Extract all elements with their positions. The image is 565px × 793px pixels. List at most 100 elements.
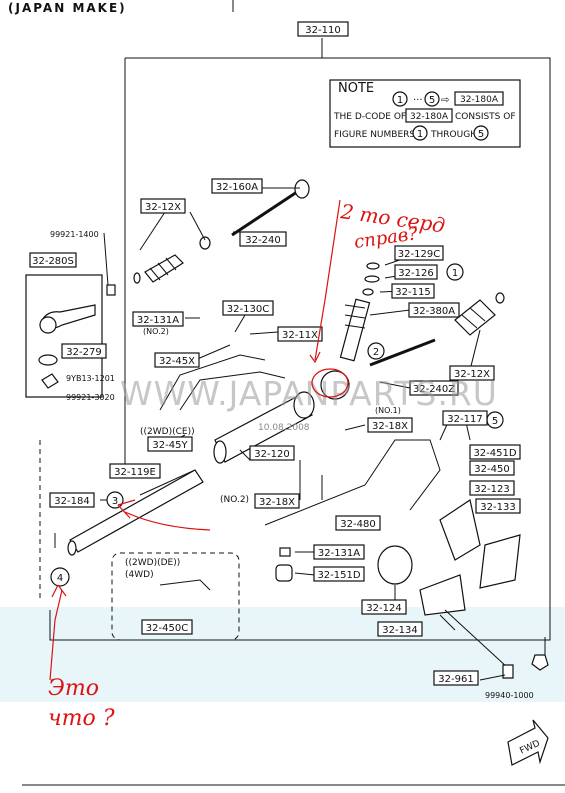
part-number-text: 32-133 [480, 502, 515, 513]
pipe-32-480 [264, 439, 441, 526]
handwriting-note-2b: что ? [48, 706, 115, 731]
part-label-p32-124: 32-124 [361, 599, 407, 615]
part-number-text: 32-280S [32, 256, 74, 267]
note-title: NOTE [338, 81, 374, 96]
part-label-p32-480: 32-480 [335, 515, 381, 531]
label-99921-3020: 99921-3020 [66, 393, 115, 402]
nut-99940 [531, 654, 549, 671]
part-label-p32-279: 32-279 [61, 343, 107, 359]
part-label-p32-133: 32-133 [475, 498, 521, 514]
note-code: 32-180A [460, 95, 499, 105]
part-number-text: 32-450 [474, 464, 509, 475]
part-label-p32-119e: 32-119E [109, 463, 161, 479]
part-number-text: 32-134 [382, 625, 417, 636]
callout-4: 4 [50, 567, 70, 587]
part-number-text: 32-124 [366, 603, 401, 614]
part-number-text: 32-120 [254, 449, 289, 460]
part-number-text: 32-151D [317, 570, 360, 581]
part-number-text: 32-18X [372, 421, 408, 432]
part-label-p32-961: 32-961 [433, 670, 479, 686]
svg-text:3: 3 [112, 496, 118, 507]
label-no1-a: (NO.1) [375, 406, 401, 415]
part-label-p32-160a: 32-160A [211, 178, 263, 194]
part-label-p32-45x: 32-45X [154, 352, 200, 368]
note-range-sep: ··· [413, 95, 423, 106]
part-number-text: 32-480 [340, 519, 375, 530]
variant-box-2wd-de-4wd [111, 552, 240, 641]
note-range-start: 1 [397, 95, 403, 106]
note-line1-pre: THE D-CODE OF [333, 112, 406, 122]
part-label-p32-450c: 32-450C [141, 619, 193, 635]
part-number-text: 32-115 [395, 287, 430, 298]
variant-2wd-de: ((2WD)(DE)) [125, 558, 180, 568]
handwriting-line-3 [49, 589, 63, 681]
callout-1: 1 [446, 263, 464, 281]
part-label-p32-131a-a: 32-131A [132, 311, 184, 327]
part-number-text: 32-380A [413, 306, 455, 317]
part-label-p32-380a: 32-380A [408, 302, 460, 318]
part-label-p32-12x-b: 32-12X [449, 365, 495, 381]
part-label-p32-45y: 32-45Y [147, 436, 193, 452]
bolt-32-961 [444, 609, 509, 669]
handwriting-circle [311, 368, 349, 398]
part-number-text: 32-11X [282, 330, 318, 341]
rack [67, 469, 204, 556]
boot-left [133, 236, 211, 284]
part-number-text: 32-279 [66, 347, 101, 358]
part-number-text: 32-129C [398, 249, 440, 260]
boot-right [454, 292, 505, 336]
handwriting-arrow-1 [314, 199, 341, 361]
part-number-text: 32-45Y [152, 440, 188, 451]
part-label-p32-120: 32-120 [249, 445, 295, 461]
inner-tie-rod-upper [231, 188, 301, 237]
svg-text:2: 2 [373, 347, 379, 358]
part-label-p32-280s: 32-280S [29, 252, 77, 268]
inner-tie-rod-end-upper [294, 179, 310, 199]
highlight-band [0, 607, 565, 702]
part-number-text: 32-450C [146, 623, 188, 634]
variant-2wd-ce: ((2WD)(CE)) [140, 427, 195, 437]
mount-bushing [159, 499, 521, 616]
part-label-p32-123: 32-123 [469, 480, 515, 496]
watermark-text: WWW.JAPANPARTS.RU [120, 374, 498, 413]
part-number-text: 32-130C [227, 304, 269, 315]
label-99921-1400: 99921-1400 [50, 230, 99, 239]
part-label-p32-134: 32-134 [377, 621, 423, 637]
part-number-text: 32-451D [473, 448, 516, 459]
handwriting-line-2 [124, 511, 211, 531]
part-number-text: 32-961 [438, 674, 473, 685]
part-label-p32-115: 32-115 [391, 283, 435, 299]
part-label-p32-184: 32-184 [49, 492, 95, 508]
handwriting-arrowhead-3 [51, 584, 67, 598]
tie-rod-end [25, 274, 116, 398]
callout-5: 5 [486, 411, 504, 429]
label-9yb13-1201: 9YB13-1201 [66, 374, 115, 383]
part-label-p32-18x-a: 32-18X [367, 417, 413, 433]
part-label-p32-129c: 32-129C [394, 245, 444, 261]
handwriting-arrowhead-1 [309, 351, 321, 364]
label-99940-1000: 99940-1000 [485, 691, 534, 700]
watermark-date: 10.08.2008 [258, 423, 310, 433]
part-label-p32-110: 32-110 [297, 21, 349, 37]
part-number-text: 32-240Z [413, 384, 455, 395]
part-label-p32-130c: 32-130C [222, 300, 274, 316]
note-line2-to: 5 [478, 129, 484, 140]
svg-text:4: 4 [57, 573, 63, 584]
part-number-text: 32-131A [137, 315, 179, 326]
handwriting-annotations: 2 то серд справ? Это что ? [48, 199, 447, 731]
variant-4wd: (4WD) [125, 570, 154, 580]
part-number-text: 32-117 [447, 414, 482, 425]
part-number-text: 32-160A [216, 182, 258, 193]
part-label-p32-12x-a: 32-12X [140, 198, 186, 214]
part-number-text: 32-119E [114, 467, 156, 478]
header-title: (JAPAN MAKE) [8, 1, 127, 15]
note-line2-pre: FIGURE NUMBERS [334, 130, 415, 140]
part-number-text: 32-123 [474, 484, 509, 495]
main-frame [49, 57, 551, 641]
part-number-text: 32-18X [259, 497, 295, 508]
part-label-p32-240: 32-240 [239, 231, 287, 247]
note-range-end: 5 [429, 95, 435, 106]
fwd-arrow-icon: FWD [507, 719, 549, 766]
part-number-text: 32-45X [159, 356, 195, 367]
